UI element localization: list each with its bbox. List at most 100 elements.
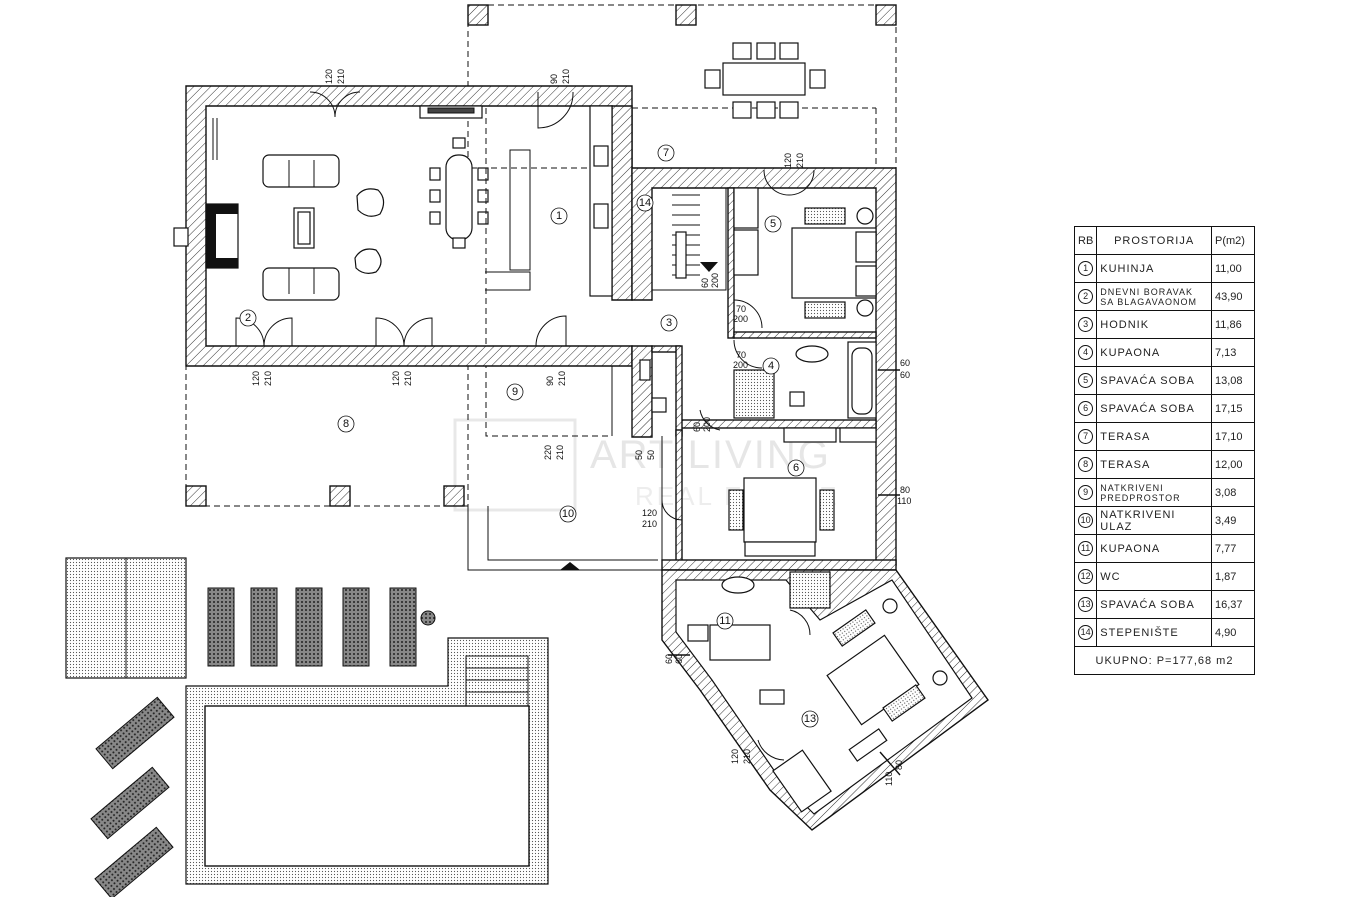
svg-text:120: 120 — [391, 371, 401, 386]
room-number: 13 — [804, 713, 816, 725]
legend-rb: 7 — [1073, 422, 1098, 451]
legend-room-area: 43,90 — [1211, 282, 1255, 311]
legend-rb: 10 — [1073, 506, 1098, 535]
legend-header: RB PROSTORIJA P(m2) — [1073, 226, 1255, 255]
svg-text:210: 210 — [263, 371, 273, 386]
room-number: 6 — [793, 462, 799, 474]
legend-total-row: UKUPNO: P=177,68 m2 — [1074, 646, 1255, 675]
legend-room-area: 7,77 — [1211, 534, 1255, 563]
svg-text:60: 60 — [692, 422, 702, 432]
room-marker-circle — [762, 357, 780, 375]
room-number: 10 — [562, 508, 574, 520]
legend-rb: 2 — [1073, 282, 1098, 311]
svg-text:210: 210 — [336, 69, 346, 84]
room-marker-circle — [636, 194, 654, 212]
fireplace — [173, 203, 239, 269]
svg-text:210: 210 — [742, 749, 752, 764]
svg-text:60: 60 — [900, 358, 910, 368]
legend-rb: 14 — [1073, 618, 1098, 647]
legend-room-area: 12,00 — [1211, 450, 1255, 479]
room-marker-circle — [657, 144, 675, 162]
legend-room-name: NATKRIVENI PREDPROSTOR — [1096, 478, 1212, 507]
legend-room-name: KUPAONA — [1096, 338, 1212, 367]
legend-room-area: 13,08 — [1211, 366, 1255, 395]
svg-text:120: 120 — [642, 508, 657, 518]
room-marker-circle — [801, 710, 819, 728]
legend-room-area: 3,49 — [1211, 506, 1255, 535]
legend-room-name: SPAVAĆA SOBA — [1096, 394, 1212, 423]
svg-text:60: 60 — [674, 654, 684, 664]
room-marker-circle — [239, 309, 257, 327]
svg-text:60: 60 — [700, 278, 710, 288]
svg-text:70: 70 — [736, 350, 746, 360]
room-marker-circle — [337, 415, 355, 433]
staircase — [652, 187, 727, 291]
room-number: 2 — [245, 312, 251, 324]
legend-room-name: TERASA — [1096, 422, 1212, 451]
pool-area — [65, 557, 549, 897]
bedroom-6-furniture — [728, 427, 877, 557]
terrace-7 — [467, 4, 897, 169]
legend-room-area: 3,08 — [1211, 478, 1255, 507]
header-area: P(m2) — [1211, 226, 1255, 255]
legend-rb: 5 — [1073, 366, 1098, 395]
svg-text:110: 110 — [897, 496, 911, 506]
legend-rb: 1 — [1073, 254, 1098, 283]
legend-room-area: 1,87 — [1211, 562, 1255, 591]
legend-rb: 13 — [1073, 590, 1098, 619]
room-marker-circle — [550, 207, 568, 225]
svg-text:210: 210 — [561, 69, 571, 84]
svg-text:220: 220 — [543, 445, 553, 460]
svg-text:200: 200 — [733, 360, 748, 370]
legend-room-name: KUPAONA — [1096, 534, 1212, 563]
svg-text:80: 80 — [894, 760, 904, 770]
room-number: 5 — [770, 218, 776, 230]
legend-room-name: SPAVAĆA SOBA — [1096, 366, 1212, 395]
svg-text:90: 90 — [545, 376, 555, 386]
dimension-labels: 120 210 90 210 120 210 120 210 120 210 9… — [251, 69, 911, 786]
legend-rb: 9 — [1073, 478, 1098, 507]
room-number: 8 — [343, 418, 349, 430]
header-name: PROSTORIJA — [1096, 226, 1212, 255]
svg-text:120: 120 — [730, 749, 740, 764]
legend-room-name: STEPENIŠTE — [1096, 618, 1212, 647]
legend-room-name: KUHINJA — [1096, 254, 1212, 283]
legend-rb: 4 — [1073, 338, 1098, 367]
room-marker-circle — [787, 459, 805, 477]
svg-text:90: 90 — [549, 74, 559, 84]
room-number: 1 — [556, 210, 562, 222]
svg-text:110: 110 — [884, 772, 894, 786]
svg-text:210: 210 — [557, 371, 567, 386]
room-marker-circle — [559, 505, 577, 523]
kitchen-units — [485, 105, 613, 346]
room-number: 14 — [639, 197, 651, 209]
svg-text:200: 200 — [702, 417, 712, 432]
legend-rb: 6 — [1073, 394, 1098, 423]
bedroom-5-furniture — [733, 187, 877, 319]
legend-rb: 11 — [1073, 534, 1098, 563]
legend-room-area: 4,90 — [1211, 618, 1255, 647]
svg-text:60: 60 — [664, 654, 674, 664]
legend-room-area: 11,86 — [1211, 310, 1255, 339]
doors — [235, 91, 901, 776]
living-furniture — [212, 105, 489, 301]
room-number: 9 — [512, 386, 518, 398]
svg-text:50: 50 — [634, 450, 644, 460]
room-number: 3 — [666, 317, 672, 329]
svg-text:70: 70 — [736, 304, 746, 314]
legend-room-name: NATKRIVENI ULAZ — [1096, 506, 1212, 535]
legend-room-name: SPAVAĆA SOBA — [1096, 590, 1212, 619]
legend-rb: 12 — [1073, 562, 1098, 591]
legend-rb: 8 — [1073, 450, 1098, 479]
